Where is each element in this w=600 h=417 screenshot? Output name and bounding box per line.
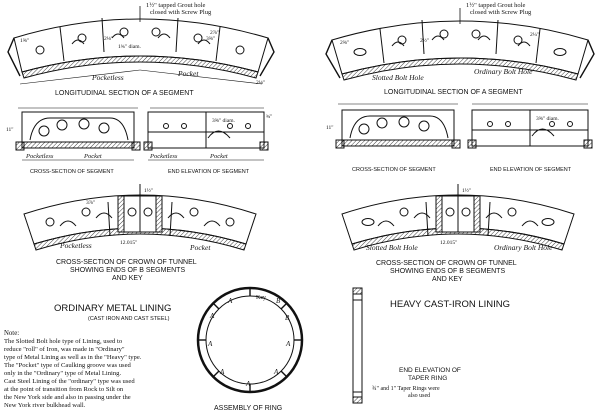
- notes-line: type of Metal Lining as well as in the "…: [4, 354, 142, 361]
- pocket-label-crown: Pocket: [189, 243, 211, 252]
- slotted-bolt-label-top: Slotted Bolt Hole: [372, 73, 424, 82]
- dim-label: 2¼": [530, 32, 539, 38]
- dim-label: ¾": [266, 113, 272, 120]
- taper-ring-note: ¾" and 1" Taper Rings were: [372, 385, 440, 392]
- diagram-title: END ELEVATION OF SEGMENT: [168, 169, 250, 175]
- notes-heading: Note:: [4, 330, 20, 337]
- ordinary-lining-subtitle: (CAST IRON AND CAST STEEL): [88, 316, 170, 322]
- ring-segment-label: A: [209, 312, 215, 320]
- pocketless-label-top: Pocketless: [91, 73, 124, 82]
- heavy-lining-title: HEAVY CAST-IRON LINING: [390, 299, 510, 310]
- grout-note-right-2: closed with Screw Plug: [470, 9, 532, 16]
- dim-label: 12.015": [120, 240, 137, 246]
- diagram-title: LONGITUDINAL SECTION OF A SEGMENT: [55, 90, 194, 97]
- diagram-title: CROSS-SECTION OF CROWN OF TUNNEL: [56, 259, 197, 266]
- dim-label: 3⅜": [206, 36, 215, 42]
- longitudinal-section-left: [7, 6, 275, 85]
- ring-segment-label: A: [245, 380, 251, 388]
- notes-line: The "Pocket" type of Caulking groove was…: [4, 362, 131, 369]
- diagram-title: SHOWING ENDS OF B SEGMENTS: [390, 268, 505, 275]
- pocket-label-mid: Pocket: [83, 153, 102, 160]
- dim-label: 3⅝" diam.: [212, 118, 235, 124]
- taper-ring-elevation: [352, 287, 363, 404]
- dim-label: 3⅞": [86, 200, 95, 206]
- diagram-title: AND KEY: [112, 275, 143, 282]
- ring-segment-label: A: [273, 368, 279, 376]
- diagram-title: AND KEY: [432, 276, 463, 283]
- crown-section-right: [341, 184, 575, 251]
- ring-segment-label: A: [227, 297, 233, 305]
- notes-line: The Slotted Bolt hole type of Lining, us…: [4, 338, 123, 345]
- dim-label: 2⅛": [104, 36, 113, 42]
- notes-line: Cast Steel Lining of the "ordinary" type…: [4, 378, 135, 385]
- ordinary-lining-title: ORDINARY METAL LINING: [54, 303, 171, 314]
- diagram-title: SHOWING ENDS OF B SEGMENTS: [70, 267, 185, 274]
- dim-label: 11": [6, 127, 14, 133]
- dim-label: 1½": [462, 187, 471, 194]
- dim-label: 1¾" diam.: [118, 43, 141, 50]
- diagram-title: CROSS-SECTION OF CROWN OF TUNNEL: [376, 260, 517, 267]
- notes-block: Note: The Slotted Bolt hole type of Lini…: [4, 330, 259, 410]
- notes-line: reduce "roll" of Iron, was made in "Ordi…: [4, 346, 125, 353]
- diagram-title: END ELEVATION OF SEGMENT: [490, 167, 572, 173]
- dim-label: 3⅝" diam.: [536, 116, 559, 122]
- dim-label: 11": [326, 125, 334, 131]
- ordinary-bolt-label-crown: Ordinary Bolt Hole: [494, 243, 553, 252]
- grout-note-left-1: 1½" tapped Grout hole: [146, 2, 205, 9]
- taper-ring-note: also used: [408, 393, 430, 399]
- notes-line: only in the "Ordinary" type of Metal Lin…: [4, 370, 122, 377]
- pocket-label-top: Pocket: [177, 69, 199, 78]
- dim-label: 2⅛": [256, 80, 265, 86]
- ring-segment-label: A: [219, 368, 225, 376]
- ring-key-label: Key: [256, 295, 266, 301]
- ring-assembly-title: ASSEMBLY OF RING: [214, 405, 282, 412]
- diagram-title: CROSS-SECTION OF SEGMENT: [30, 169, 114, 175]
- cross-section-left: [15, 107, 141, 161]
- ring-segment-label: B: [285, 314, 290, 322]
- grout-note-left-2: closed with Screw Plug: [150, 9, 212, 16]
- pocketless-label-end: Pocketless: [149, 153, 178, 160]
- notes-line: the New York side and also in passing un…: [4, 394, 131, 401]
- ring-segment-label: B: [276, 297, 281, 305]
- dim-label: 2⅞": [210, 30, 219, 36]
- ordinary-bolt-label-top: Ordinary Bolt Hole: [474, 67, 533, 76]
- dim-label: 12.015": [440, 240, 457, 246]
- end-elevation-left: [143, 107, 269, 161]
- ring-segment-label: A: [285, 340, 291, 348]
- dim-label: 2½": [420, 37, 429, 44]
- taper-ring-title: END ELEVATION OF: [399, 367, 461, 374]
- notes-line: New York river bulkhead wall.: [4, 402, 86, 409]
- ring-assembly: [196, 286, 304, 394]
- grout-note-right-1: 1½" tapped Grout hole: [466, 2, 525, 9]
- diagram-title: CROSS-SECTION OF SEGMENT: [352, 167, 436, 173]
- pocketless-label-mid: Pocketless: [25, 153, 54, 160]
- crown-section-left: [23, 184, 257, 251]
- longitudinal-section-right: [325, 8, 595, 81]
- dim-label: 1⅝": [20, 38, 29, 44]
- notes-line: at the point of transition from Rock to …: [4, 386, 124, 393]
- taper-ring-title: TAPER RING: [408, 375, 447, 382]
- pocketless-label-crown: Pocketless: [59, 241, 92, 250]
- dim-label: 2⅜": [340, 40, 349, 46]
- pocket-label-end: Pocket: [209, 153, 228, 160]
- end-elevation-right: [467, 103, 593, 149]
- dim-label: 1½": [144, 187, 153, 194]
- diagram-title: LONGITUDINAL SECTION OF A SEGMENT: [384, 89, 523, 96]
- cross-section-right: [335, 103, 461, 149]
- slotted-bolt-label-crown: Slotted Bolt Hole: [366, 243, 418, 252]
- ring-segment-label: A: [207, 340, 213, 348]
